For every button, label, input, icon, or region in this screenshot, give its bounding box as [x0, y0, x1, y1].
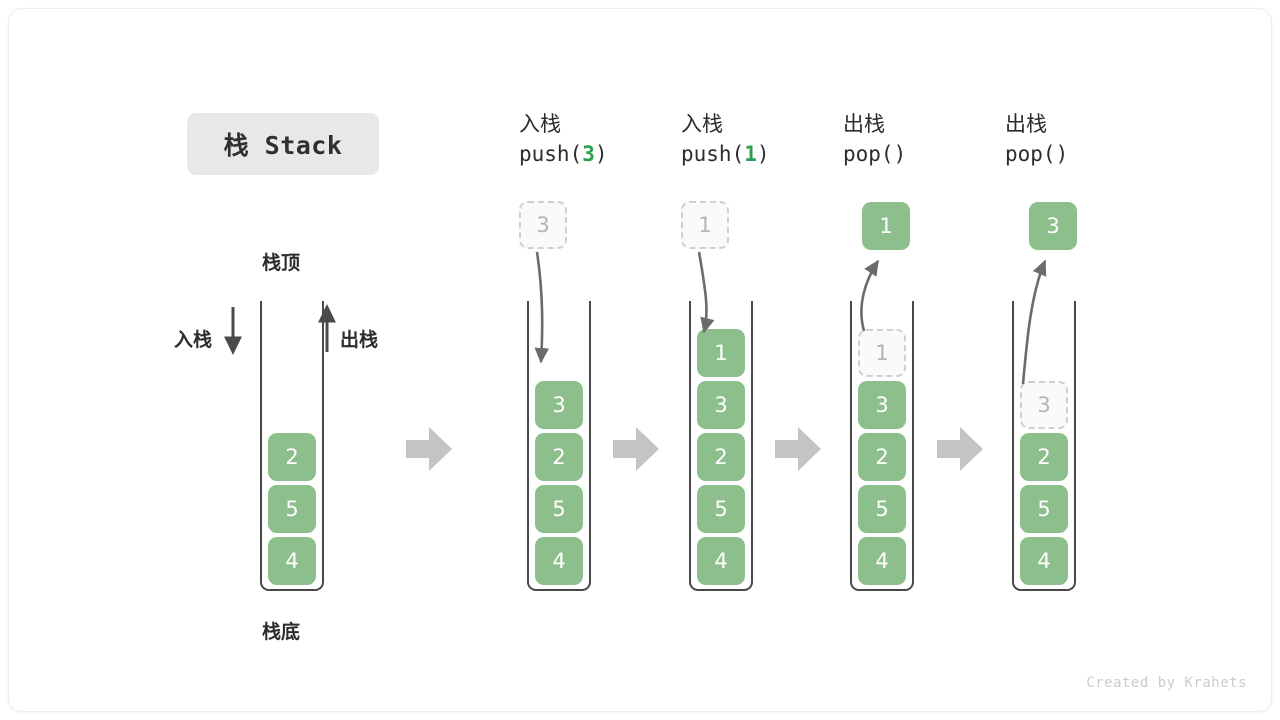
floating-ghost-box-push-3: 3 [519, 201, 567, 249]
stack-cell: 4 [1020, 537, 1068, 585]
diagram-stage: 栈 Stack 栈顶 栈底 入栈 出栈 入栈 push(3) 入栈 push(1… [9, 9, 1271, 711]
stack-cell: 3 [535, 381, 583, 429]
stack-cell-removed-ghost: 3 [1020, 381, 1068, 429]
stack-cell: 2 [268, 433, 316, 481]
stack-cells: 4 5 2 3 [1020, 381, 1068, 585]
flow-arrow-2 [613, 427, 659, 471]
stack-cell: 5 [697, 485, 745, 533]
footer-credit: Created by Krahets [1086, 675, 1247, 691]
step-header-pop-1: 出栈 pop() [843, 111, 1013, 169]
stack-cell: 5 [268, 485, 316, 533]
stack-during-pop-1: 4 5 2 3 1 [850, 301, 914, 591]
call-arg: 3 [582, 141, 595, 166]
stack-walls [689, 301, 753, 591]
step-call: pop() [1005, 141, 1069, 166]
flow-arrow-3 [775, 427, 821, 471]
stack-after-push-1: 4 5 2 3 1 [689, 301, 753, 591]
pop-side-label: 出栈 [340, 329, 379, 351]
stack-cell: 1 [697, 329, 745, 377]
step-call: push(3) [519, 141, 608, 166]
stack-cell: 3 [858, 381, 906, 429]
stack-cell: 2 [858, 433, 906, 481]
stack-cell-removed-ghost: 1 [858, 329, 906, 377]
floating-ghost-box-push-1: 1 [681, 201, 729, 249]
diagram-card: 栈 Stack 栈顶 栈底 入栈 出栈 入栈 push(3) 入栈 push(1… [8, 8, 1272, 712]
stack-walls [527, 301, 591, 591]
stack-cell: 3 [697, 381, 745, 429]
stack-cell: 2 [1020, 433, 1068, 481]
stack-walls [1012, 301, 1076, 591]
stack-walls [850, 301, 914, 591]
step-header-push-1: 入栈 push(1) [681, 111, 851, 169]
flow-arrow-1 [406, 427, 452, 471]
call-arg: 1 [744, 141, 757, 166]
stack-initial: 4 5 2 [260, 301, 324, 591]
stack-cell: 4 [268, 537, 316, 585]
step-header-pop-3: 出栈 pop() [1005, 111, 1175, 169]
popped-value-box-3: 3 [1029, 202, 1077, 250]
stack-cell: 4 [535, 537, 583, 585]
stack-cell: 4 [858, 537, 906, 585]
flow-arrow-4 [937, 427, 983, 471]
stack-cells: 4 5 2 3 1 [858, 329, 906, 585]
step-call: push(1) [681, 141, 770, 166]
stack-bottom-label: 栈底 [262, 621, 301, 643]
stack-during-pop-3: 4 5 2 3 [1012, 301, 1076, 591]
stack-cell: 5 [858, 485, 906, 533]
stack-cell: 2 [535, 433, 583, 481]
stack-cell: 5 [535, 485, 583, 533]
step-title-cn: 入栈 [681, 112, 723, 136]
stack-cell: 5 [1020, 485, 1068, 533]
stack-walls [260, 301, 324, 591]
step-title-cn: 入栈 [519, 112, 561, 136]
step-header-push-3: 入栈 push(3) [519, 111, 689, 169]
stack-cells: 4 5 2 [268, 433, 316, 585]
stack-cells: 4 5 2 3 1 [697, 329, 745, 585]
step-title-cn: 出栈 [1005, 112, 1047, 136]
popped-value-box-1: 1 [862, 202, 910, 250]
step-title-cn: 出栈 [843, 112, 885, 136]
stack-after-push-3: 4 5 2 3 [527, 301, 591, 591]
step-call: pop() [843, 141, 907, 166]
push-side-label: 入栈 [174, 329, 213, 351]
diagram-title: 栈 Stack [187, 113, 379, 175]
stack-cell: 4 [697, 537, 745, 585]
stack-cells: 4 5 2 3 [535, 381, 583, 585]
stack-cell: 2 [697, 433, 745, 481]
stack-top-label: 栈顶 [262, 252, 301, 274]
